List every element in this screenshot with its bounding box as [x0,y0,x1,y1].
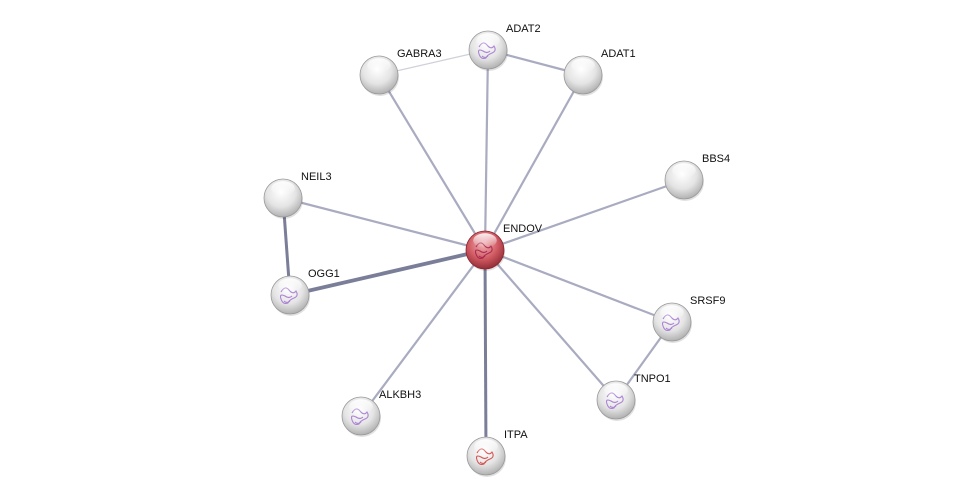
node-highlight [473,233,497,248]
node-adat2[interactable]: ADAT2 [468,23,541,71]
node-bbs4[interactable]: BBS4 [664,153,730,201]
edge-endov-srsf9[interactable] [484,248,673,324]
node-highlight [474,439,498,454]
edge-endov-ogg1[interactable] [289,248,486,297]
node-alkbh3[interactable]: ALKBH3 [341,389,421,437]
edge-endov-itpa[interactable] [483,249,488,457]
node-label: GABRA3 [397,48,442,60]
node-label: NEIL3 [301,171,332,183]
node-highlight [571,58,595,73]
node-ogg1[interactable]: OGG1 [270,268,340,316]
node-highlight [367,58,391,73]
node-label: BBS4 [702,153,730,165]
edge-endov-alkbh3[interactable] [360,249,486,417]
node-label: SRSF9 [690,295,725,307]
edge-endov-tnpo1[interactable] [484,249,617,401]
edge-endov-neil3[interactable] [282,196,486,252]
node-label: ENDOV [503,223,543,235]
edge-endov-gabra3[interactable] [378,74,486,251]
node-highlight [476,33,500,48]
node-label: ITPA [504,429,528,441]
node-itpa[interactable]: ITPA [466,429,528,477]
node-tnpo1[interactable]: TNPO1 [596,373,671,421]
node-srsf9[interactable]: SRSF9 [652,295,725,343]
node-highlight [278,278,302,293]
node-adat1[interactable]: ADAT1 [563,48,636,96]
edge-endov-adat1[interactable] [484,74,584,251]
edge-endov-bbs4[interactable] [484,178,685,252]
node-highlight [604,383,628,398]
node-label: TNPO1 [634,373,671,385]
node-gabra3[interactable]: GABRA3 [359,48,442,96]
node-neil3[interactable]: NEIL3 [263,171,332,219]
node-label: ALKBH3 [379,389,421,401]
node-label: ADAT1 [601,48,636,60]
edge-endov-adat2[interactable] [483,49,490,251]
node-label: ADAT2 [506,23,541,35]
node-label: OGG1 [308,268,340,280]
node-highlight [271,181,295,196]
node-endov[interactable]: ENDOV [465,223,543,271]
node-highlight [672,163,696,178]
node-highlight [349,399,373,414]
node-highlight [660,305,684,320]
